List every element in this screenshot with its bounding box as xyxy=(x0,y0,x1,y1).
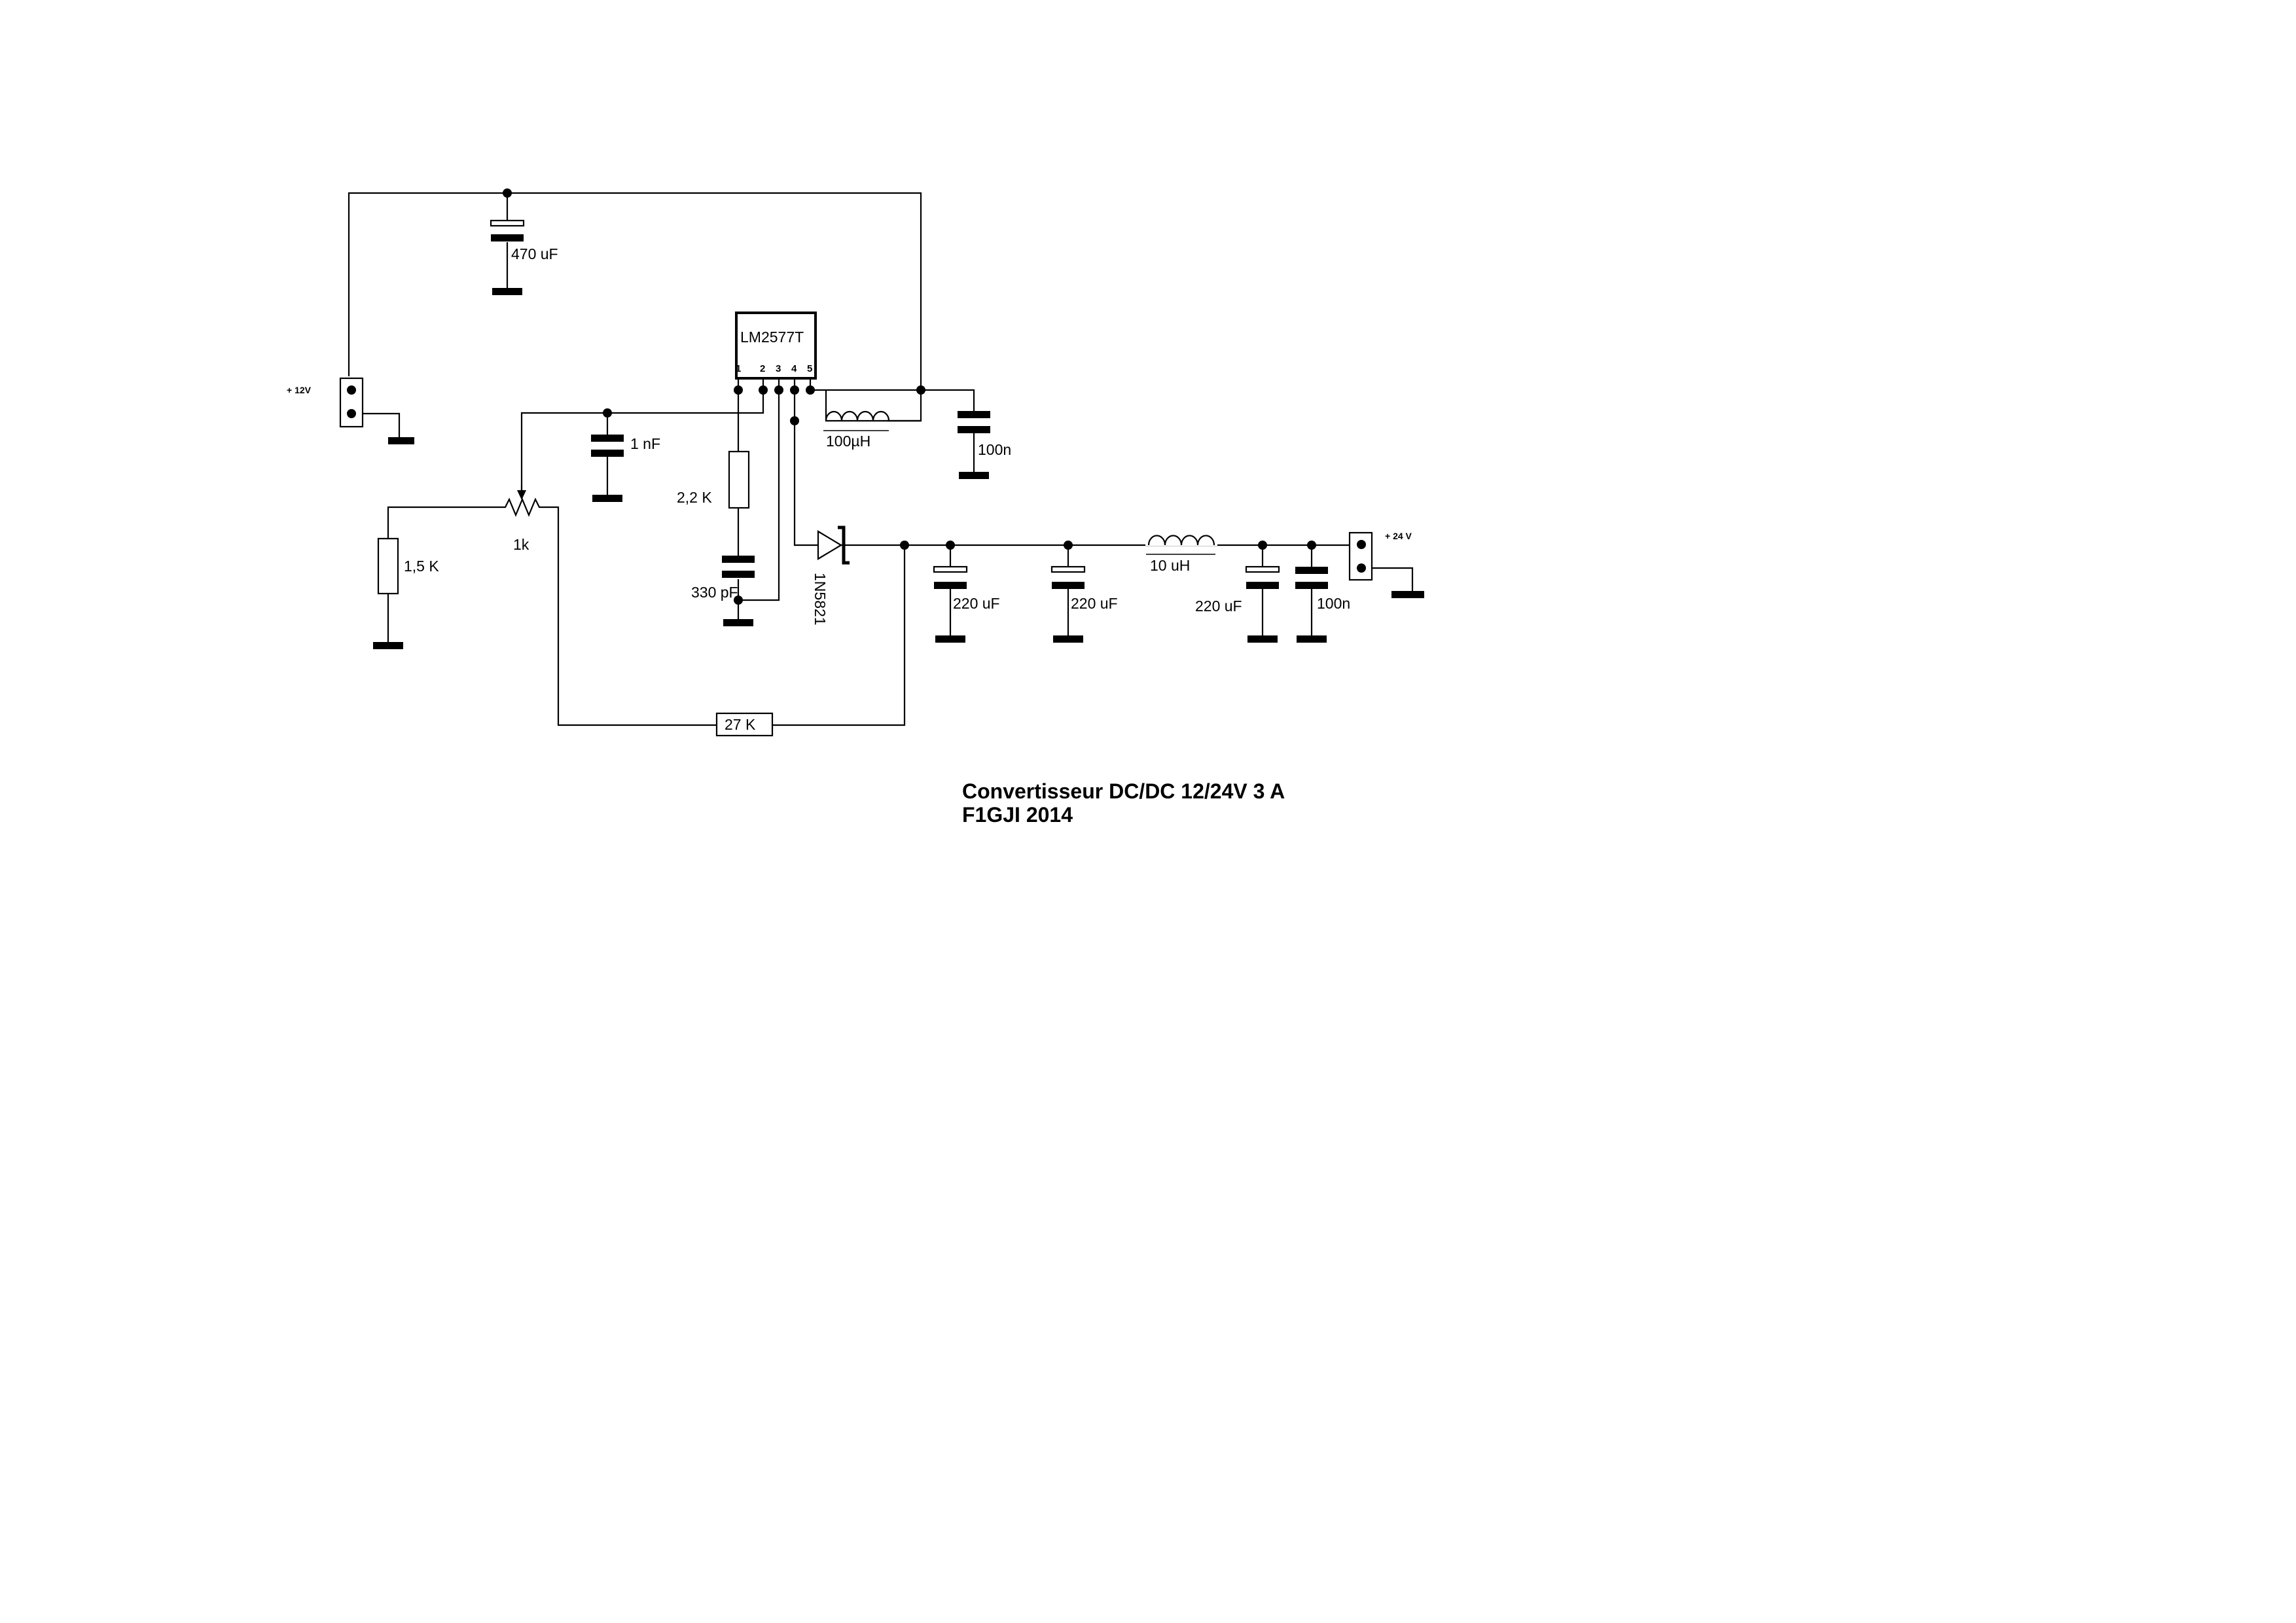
capacitor-100n-input: 100n xyxy=(958,411,1011,479)
title-block: Convertisseur DC/DC 12/24V 3 A F1GJI 201… xyxy=(962,779,1285,827)
resistor-27k-label: 27 K xyxy=(725,716,756,733)
ic-lm2577t: LM2577T 1 2 3 4 5 xyxy=(734,312,817,395)
capacitor-100n-output: 100n xyxy=(1295,567,1350,643)
capacitor-100n-output-label: 100n xyxy=(1317,595,1350,612)
capacitor-220uf-a: 220 uF xyxy=(933,565,1000,643)
capacitor-220uf-c-label: 220 uF xyxy=(1195,597,1242,615)
diode-1n5821: 1N5821 xyxy=(812,526,850,626)
resistor-1-5k-label: 1,5 K xyxy=(404,558,439,575)
diode-1n5821-label: 1N5821 xyxy=(812,573,829,626)
junction-dots xyxy=(503,188,1316,605)
capacitor-220uf-b: 220 uF xyxy=(1050,565,1118,643)
ic-name: LM2577T xyxy=(740,329,804,346)
title-line-2: F1GJI 2014 xyxy=(962,803,1073,827)
capacitor-330pf-label: 330 pF xyxy=(691,584,738,601)
inductor-10uh: 10 uH xyxy=(1145,531,1217,574)
resistor-27k: 27 K xyxy=(715,712,774,737)
capacitor-470uf-label: 470 uF xyxy=(511,245,558,262)
capacitor-470uf: 470 uF xyxy=(490,219,558,295)
resistor-2-2k-label: 2,2 K xyxy=(677,489,712,506)
resistor-2-2k: 2,2 K xyxy=(677,450,750,509)
ic-pin-2: 2 xyxy=(760,363,765,374)
capacitor-100n-input-label: 100n xyxy=(978,441,1011,458)
capacitor-1nf: 1 nF xyxy=(591,435,660,502)
capacitor-220uf-a-label: 220 uF xyxy=(953,595,1000,612)
capacitor-220uf-c: 220 uF xyxy=(1195,565,1280,643)
capacitor-1nf-label: 1 nF xyxy=(630,435,660,452)
inductor-100uh-label: 100µH xyxy=(826,433,870,450)
resistor-1-5k: 1,5 K xyxy=(373,537,439,649)
ic-pin-5: 5 xyxy=(807,363,812,374)
capacitor-330pf: 330 pF xyxy=(691,556,755,626)
title-line-1: Convertisseur DC/DC 12/24V 3 A xyxy=(962,779,1285,803)
connector-input-label: + 12V xyxy=(287,385,312,395)
inductor-100uh: 100µH xyxy=(823,410,890,450)
potentiometer-1k: 1k xyxy=(497,486,546,553)
inductor-10uh-label: 10 uH xyxy=(1150,557,1190,574)
ic-pin-4: 4 xyxy=(791,363,797,374)
connector-input: + 12V xyxy=(287,377,414,444)
potentiometer-1k-label: 1k xyxy=(513,536,529,553)
wires xyxy=(348,192,1414,726)
ic-pin-3: 3 xyxy=(776,363,781,374)
connector-output-label: + 24 V xyxy=(1385,531,1412,541)
capacitor-220uf-b-label: 220 uF xyxy=(1071,595,1118,612)
ic-pin-1: 1 xyxy=(736,363,741,374)
connector-output: + 24 V xyxy=(1348,531,1424,598)
